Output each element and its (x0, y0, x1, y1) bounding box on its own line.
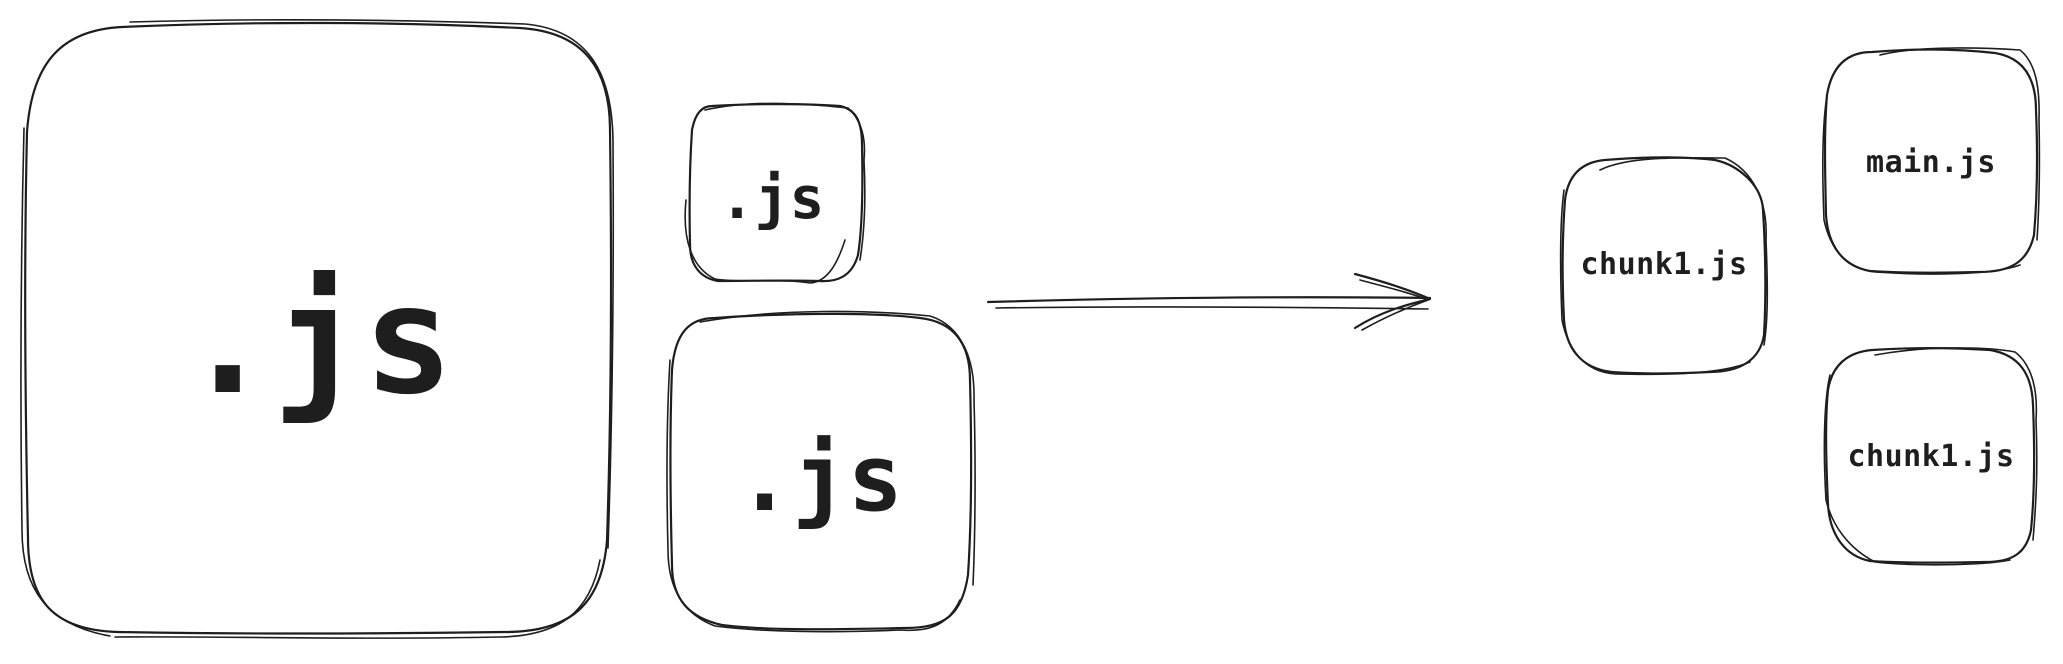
source-file-large-border-sketch (20, 19, 615, 639)
output-chunk-right-border (1825, 347, 2036, 564)
source-file-medium[interactable]: .js (666, 310, 976, 633)
source-file-small[interactable]: .js (684, 102, 866, 284)
source-file-large[interactable]: .js (20, 19, 615, 639)
output-main-label: main.js (1866, 145, 1996, 180)
source-file-large-label: .js (183, 254, 454, 428)
source-file-medium-border (669, 312, 973, 631)
output-chunk-left[interactable]: chunk1.js (1559, 156, 1769, 376)
source-file-medium-border-sketch (666, 310, 976, 633)
output-chunk-right-border-sketch (1823, 347, 2038, 566)
output-chunk-right-label: chunk1.js (1847, 439, 2014, 474)
output-chunk-left-border-sketch (1559, 156, 1769, 376)
source-file-large-border (24, 21, 613, 635)
source-file-small-label: .js (720, 164, 825, 232)
source-file-medium-label: .js (737, 425, 903, 532)
bundle-arrow-head (1353, 272, 1432, 330)
bundle-arrow-shaft (986, 296, 1432, 304)
output-chunk-left-label: chunk1.js (1580, 247, 1747, 282)
output-main[interactable]: main.js (1822, 47, 2041, 275)
bundle-arrow-shaft-sketch (995, 306, 1429, 310)
bundle-arrow (986, 272, 1432, 331)
bundle-arrow-head-sketch (1359, 279, 1429, 331)
source-file-small-border-sketch (684, 102, 866, 284)
output-main-border-sketch (1822, 47, 2041, 275)
output-chunk-right[interactable]: chunk1.js (1823, 347, 2038, 566)
